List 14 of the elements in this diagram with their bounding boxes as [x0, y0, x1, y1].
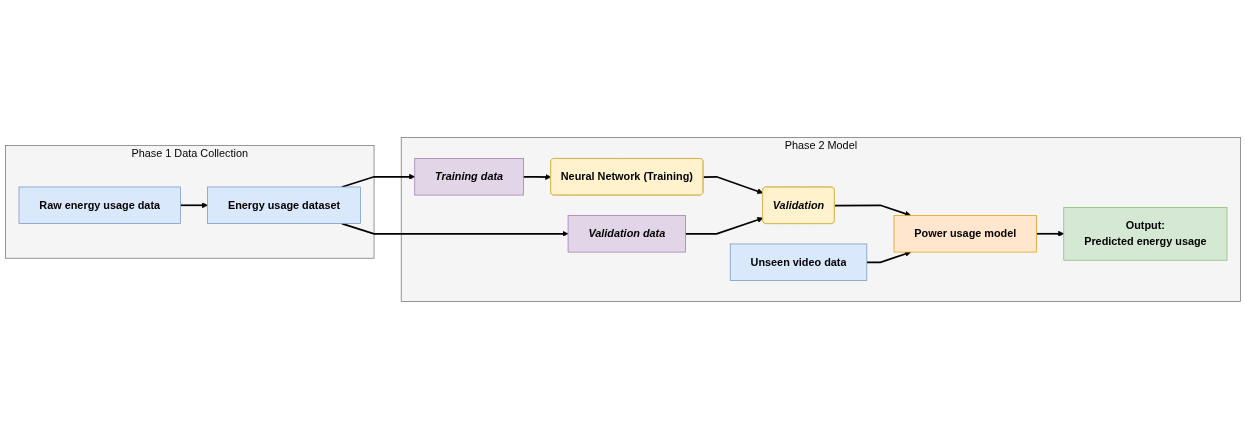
node-box: Raw energy usage data	[18, 186, 181, 224]
arrow	[179, 202, 208, 209]
arrow	[702, 175, 764, 195]
arrow	[522, 173, 552, 180]
arrow	[833, 204, 911, 217]
node-box: Output: Predicted energy usage	[1063, 206, 1228, 261]
node-box: Energy usage dataset	[207, 186, 361, 224]
node-box: Power usage model	[893, 215, 1037, 253]
arrow	[341, 222, 569, 237]
arrow	[684, 217, 764, 235]
arrow	[1035, 230, 1065, 237]
node-box: Training data	[414, 158, 524, 196]
node-box: Validation data	[567, 215, 686, 253]
node-box: Unseen video data	[729, 243, 868, 281]
